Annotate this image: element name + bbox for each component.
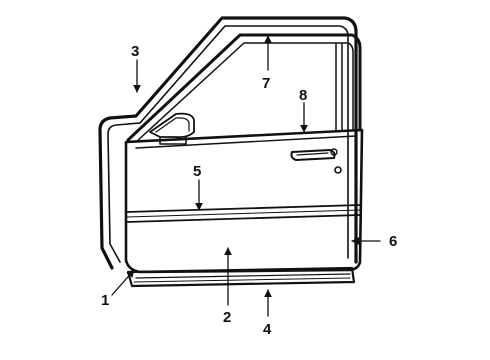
- door-handle: [290, 148, 342, 174]
- leader-lines: [111, 35, 381, 317]
- callout-8: 8: [299, 87, 307, 104]
- body-side-molding: [125, 204, 361, 223]
- callout-5: 5: [193, 163, 201, 180]
- door-shell: [124, 128, 364, 274]
- weatherstrip-seal: [98, 16, 358, 270]
- callout-6: 6: [389, 233, 397, 250]
- callout-1: 1: [101, 292, 109, 309]
- rocker-molding: [126, 266, 356, 288]
- callout-4: 4: [263, 321, 272, 338]
- door-window-frame: [126, 33, 362, 143]
- callout-7: 7: [262, 75, 270, 92]
- callout-2: 2: [223, 309, 231, 326]
- callout-3: 3: [131, 43, 139, 60]
